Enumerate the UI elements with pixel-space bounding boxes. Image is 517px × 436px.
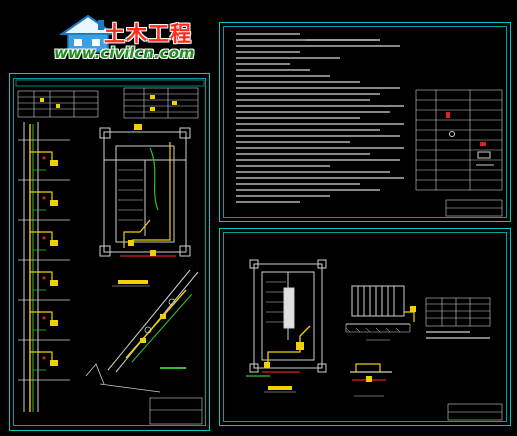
drawing-sheet-left-border: [13, 78, 206, 426]
drawing-sheet-top-right: [219, 22, 511, 222]
schedule-table: [425, 297, 491, 327]
logo-url: www.civilcn.com: [54, 44, 195, 62]
legend-table-right: [123, 87, 199, 119]
legend-table-left: [17, 90, 99, 118]
top-right-title-block: [445, 199, 503, 217]
design-notes-text: [236, 33, 404, 203]
house-icon: [58, 14, 118, 53]
watermark-logo: [44, 10, 204, 68]
drawing-sheet-bottom-right-border: [223, 232, 507, 422]
isometric-detail: [85, 269, 199, 393]
left-title-strip: [15, 79, 205, 87]
riser-diagram: [18, 122, 70, 412]
drawing-sheet-left: [9, 73, 210, 431]
radiator-elevation: [345, 285, 411, 333]
stair-plan: [99, 127, 191, 257]
legend-table: [415, 89, 503, 191]
stair-plan-piping: [120, 142, 176, 257]
logo-title: 土木工程: [104, 22, 192, 46]
drawing-sheet-bottom-right: [219, 228, 511, 426]
drawing-sheet-top-right-border: [223, 26, 507, 218]
room-plan: [249, 259, 327, 373]
plan-caption-bar: [118, 280, 148, 284]
bottom-right-title-block: [447, 403, 503, 421]
left-title-block: [149, 397, 203, 425]
